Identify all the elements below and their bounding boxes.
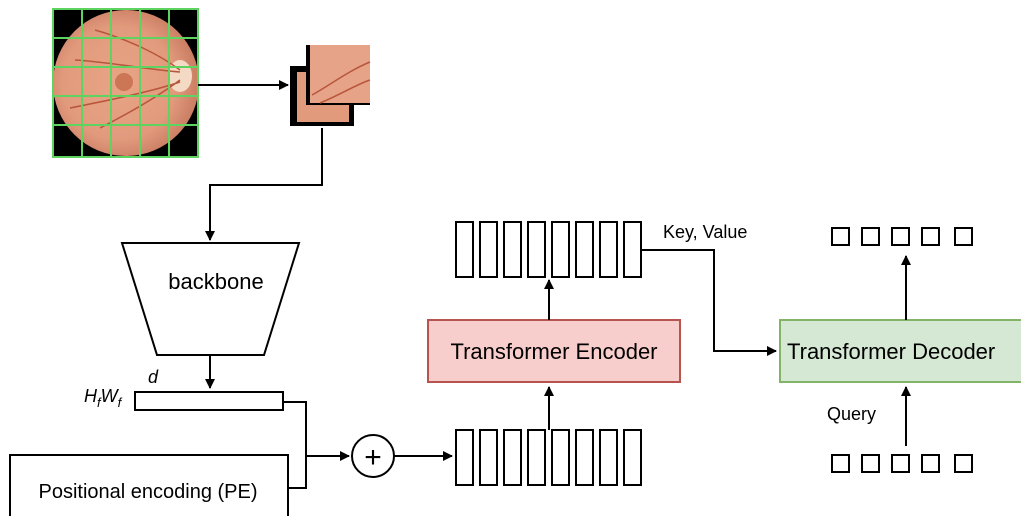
- dimension-d-label: d: [148, 367, 159, 387]
- arrow-memory-to-decoder: [641, 249, 777, 356]
- arrow-patches-to-backbone: [205, 128, 323, 241]
- transformer-encoder-label: Transformer Encoder: [450, 339, 657, 364]
- positional-encoding-label: Positional encoding (PE): [38, 481, 257, 503]
- token: [527, 429, 546, 486]
- token: [551, 221, 570, 278]
- flattened-feature-bar: [134, 391, 284, 411]
- sum-plus: +: [364, 441, 382, 474]
- token: [623, 429, 642, 486]
- token: [599, 221, 618, 278]
- transformer-decoder-label: Transformer Decoder: [787, 339, 995, 364]
- backbone-label: backbone: [168, 269, 263, 294]
- positional-encoding-box: [9, 454, 289, 516]
- line-feature-to-sum: [283, 401, 350, 461]
- transformer-decoder-block: [779, 319, 1021, 383]
- line-pe-to-sum: [288, 456, 307, 489]
- token: [954, 227, 973, 246]
- backbone-block: [120, 242, 301, 356]
- encoder-output-tokens: [455, 221, 642, 278]
- patch-grid: [52, 8, 199, 158]
- token: [921, 227, 940, 246]
- token: [527, 221, 546, 278]
- token: [479, 221, 498, 278]
- token: [921, 454, 940, 473]
- transformer-encoder-block: [427, 319, 681, 383]
- query-tokens: [831, 454, 973, 473]
- token: [891, 454, 910, 473]
- token: [479, 429, 498, 486]
- key-value-label: Key, Value: [663, 222, 747, 242]
- token: [575, 429, 594, 486]
- token: [455, 221, 474, 278]
- token: [551, 429, 570, 486]
- token: [891, 227, 910, 246]
- decoder-output-tokens: [831, 227, 973, 246]
- token: [954, 454, 973, 473]
- token: [623, 221, 642, 278]
- token: [503, 429, 522, 486]
- query-label: Query: [827, 404, 876, 424]
- token: [831, 454, 850, 473]
- token: [861, 454, 880, 473]
- token: [599, 429, 618, 486]
- fundus-image-icon: [52, 8, 199, 158]
- token: [861, 227, 880, 246]
- token: [831, 227, 850, 246]
- hf-wf-label: HfWf: [84, 386, 123, 410]
- encoder-input-tokens: [455, 429, 642, 486]
- token: [575, 221, 594, 278]
- token: [503, 221, 522, 278]
- token: [455, 429, 474, 486]
- patch-stack-icon: [290, 45, 371, 126]
